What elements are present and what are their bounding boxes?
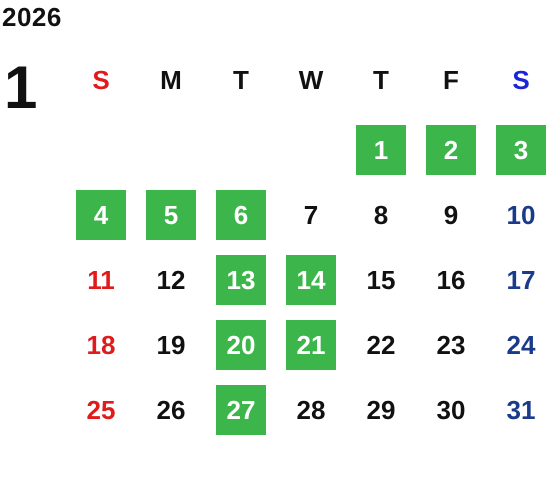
calendar-day[interactable]: 15: [366, 264, 396, 295]
weekday-header: T: [373, 64, 389, 95]
calendar-day-highlighted[interactable]: 2: [426, 125, 476, 175]
calendar-day[interactable]: 26: [156, 394, 186, 425]
calendar-day-highlighted[interactable]: 3: [496, 125, 546, 175]
calendar-day[interactable]: 25: [86, 394, 116, 425]
calendar-year: 2026: [2, 2, 62, 32]
calendar-day[interactable]: 19: [156, 329, 186, 360]
calendar-day-highlighted[interactable]: 4: [76, 190, 126, 240]
calendar-day[interactable]: 7: [303, 199, 319, 230]
calendar-day-highlighted[interactable]: 27: [216, 385, 266, 435]
weekday-header: F: [443, 64, 459, 95]
weekday-header: T: [233, 64, 249, 95]
calendar-day[interactable]: 12: [156, 264, 186, 295]
calendar-day[interactable]: 16: [436, 264, 466, 295]
calendar-day[interactable]: 10: [506, 199, 536, 230]
calendar-day-highlighted[interactable]: 1: [356, 125, 406, 175]
calendar-day[interactable]: 24: [506, 329, 536, 360]
calendar-day[interactable]: 28: [296, 394, 326, 425]
weekday-header: S: [92, 64, 110, 95]
calendar-day[interactable]: 23: [436, 329, 466, 360]
weekday-header: W: [298, 64, 324, 95]
calendar-day[interactable]: 11: [87, 264, 115, 295]
calendar-month: 1: [4, 54, 38, 121]
calendar-day[interactable]: 18: [86, 329, 116, 360]
calendar-day[interactable]: 31: [506, 394, 536, 425]
calendar-day[interactable]: 22: [366, 329, 396, 360]
calendar-day[interactable]: 9: [443, 199, 459, 230]
calendar-day-highlighted[interactable]: 20: [216, 320, 266, 370]
calendar-day-highlighted[interactable]: 14: [286, 255, 336, 305]
calendar-day[interactable]: 8: [373, 199, 389, 230]
calendar-day[interactable]: 29: [366, 394, 396, 425]
calendar-day-highlighted[interactable]: 21: [286, 320, 336, 370]
calendar-day-highlighted[interactable]: 6: [216, 190, 266, 240]
calendar-day-highlighted[interactable]: 13: [216, 255, 266, 305]
calendar-day[interactable]: 30: [436, 394, 466, 425]
calendar-day-highlighted[interactable]: 5: [146, 190, 196, 240]
weekday-header: M: [160, 64, 182, 95]
weekday-header: S: [512, 64, 530, 95]
calendar-day[interactable]: 17: [506, 264, 536, 295]
